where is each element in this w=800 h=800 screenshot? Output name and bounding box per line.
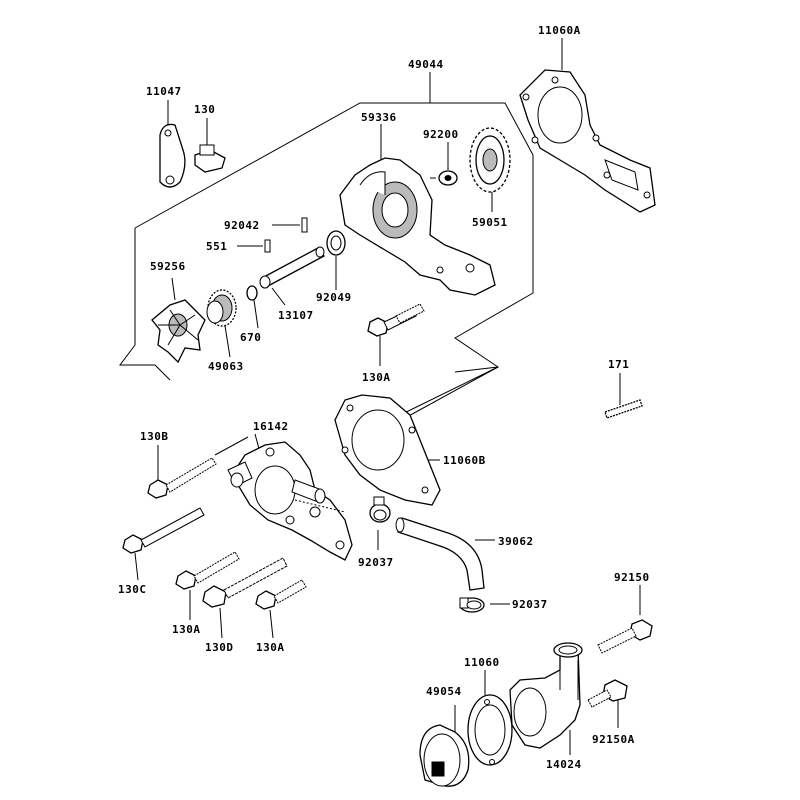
- clamp-92037-upper: [369, 496, 391, 523]
- shaft-13107: [259, 246, 325, 306]
- bolt-130d: [202, 557, 288, 639]
- pointer-lines: [214, 366, 641, 755]
- label-130d: 130D: [205, 641, 234, 654]
- label-49044: 49044: [408, 58, 444, 71]
- label-16142: 16142: [253, 420, 289, 433]
- label-92037-lower: 92037: [512, 598, 548, 611]
- hose-39062: [395, 517, 485, 591]
- assembly-outline-49044: [119, 72, 534, 421]
- label-130a-left: 130A: [172, 623, 201, 636]
- pin-551: [237, 239, 271, 253]
- label-92150: 92150: [614, 571, 650, 584]
- part-labels: 11060A 49044 11047 130 59336 92200 92042…: [118, 24, 650, 771]
- label-49063: 49063: [208, 360, 244, 373]
- bolt-130a-mid: [367, 303, 425, 366]
- label-14024: 14024: [546, 758, 582, 771]
- label-92049: 92049: [316, 291, 352, 304]
- bolt-130c: [122, 507, 205, 581]
- label-670: 670: [240, 331, 261, 344]
- label-130: 130: [194, 103, 215, 116]
- gear-59051: [469, 127, 511, 212]
- label-130a-mid: 130A: [362, 371, 391, 384]
- label-59256: 59256: [150, 260, 186, 273]
- cap-49054: [419, 724, 470, 787]
- label-13107: 13107: [278, 309, 314, 322]
- label-92200: 92200: [423, 128, 459, 141]
- bolt-130a-right: [255, 579, 307, 639]
- bolt-92150: [597, 619, 653, 654]
- bolt-130a-left: [175, 551, 240, 620]
- bolt-130-top: [194, 118, 226, 173]
- label-92042: 92042: [224, 219, 260, 232]
- bolt-130b: [147, 445, 217, 499]
- cover-16142: [227, 441, 353, 561]
- label-130b: 130B: [140, 430, 169, 443]
- housing-14024: [509, 642, 583, 749]
- label-11047: 11047: [146, 85, 182, 98]
- label-171: 171: [608, 358, 629, 371]
- stud-171: [604, 373, 643, 419]
- gasket-11060-lower: [467, 694, 513, 766]
- clamp-92037-lower: [459, 597, 485, 613]
- label-11060a: 11060A: [538, 24, 581, 37]
- label-11060b: 11060B: [443, 454, 486, 467]
- seal-49063: [206, 289, 237, 358]
- seal-92049: [326, 230, 346, 290]
- washer-92200: [430, 142, 458, 186]
- oring-670: [246, 285, 259, 329]
- pump-body-59336: [339, 124, 496, 296]
- label-130a-right: 130A: [256, 641, 285, 654]
- gasket-11060a: [519, 38, 656, 213]
- label-59336: 59336: [361, 111, 397, 124]
- bracket-11047: [159, 100, 186, 188]
- label-92037-upper: 92037: [358, 556, 394, 569]
- gasket-11060b: [334, 394, 441, 506]
- label-11060: 11060: [464, 656, 500, 669]
- impeller-59256: [151, 277, 206, 364]
- label-92150a: 92150A: [592, 733, 635, 746]
- label-59051: 59051: [472, 216, 508, 229]
- label-49054: 49054: [426, 685, 462, 698]
- bolt-92150a: [587, 679, 628, 708]
- pin-92042: [272, 217, 308, 233]
- label-551: 551: [206, 240, 227, 253]
- label-130c: 130C: [118, 583, 147, 596]
- label-39062: 39062: [498, 535, 534, 548]
